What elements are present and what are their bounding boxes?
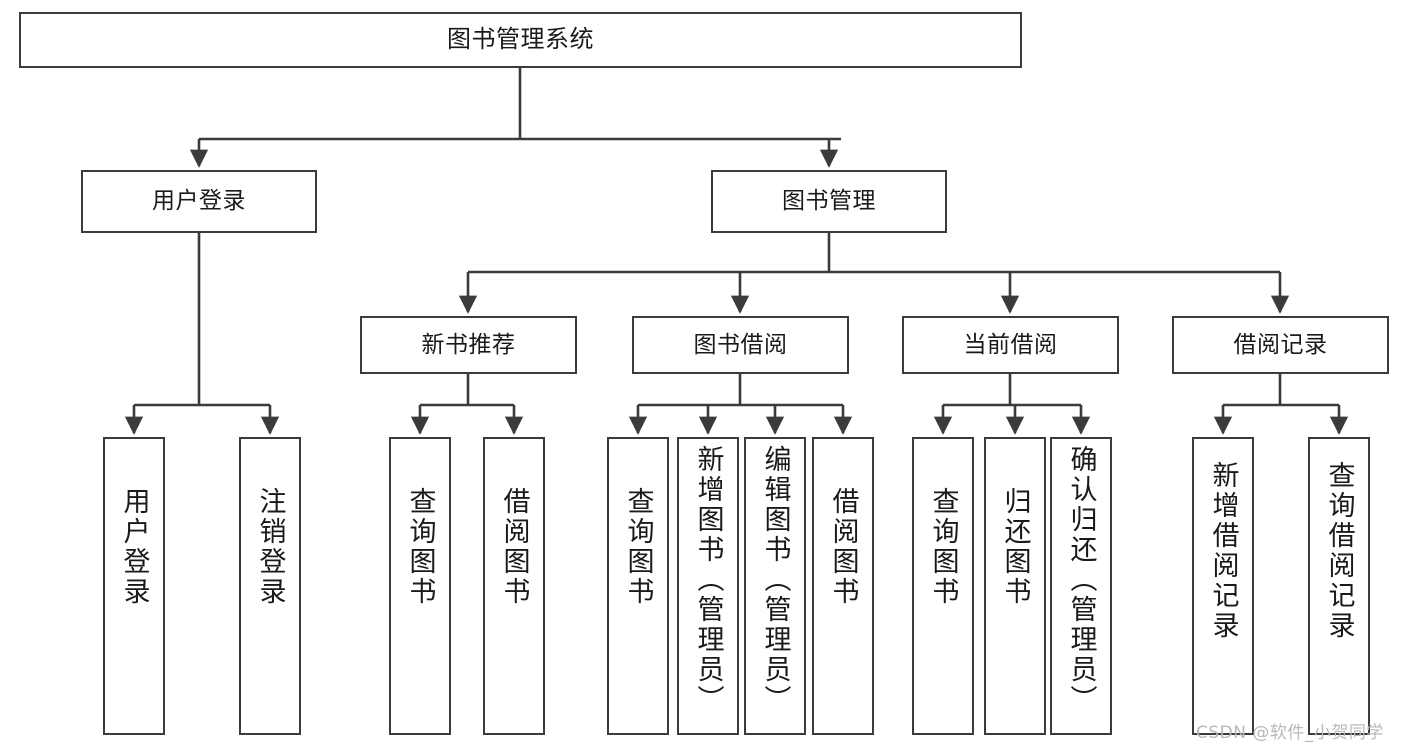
node-leaf-borrow-book-1-label: 借阅图书 [498,487,530,607]
node-leaf-add-record-label: 新增借阅记录 [1207,461,1239,641]
node-current-borrow[interactable]: 当前借阅 [902,316,1119,374]
node-current-borrow-label: 当前借阅 [963,331,1058,358]
node-leaf-query-book-1[interactable]: 查询图书 [389,437,451,735]
node-user-login-label: 用户登录 [152,188,246,215]
node-book-borrow[interactable]: 图书借阅 [632,316,849,374]
node-book-borrow-label: 图书借阅 [693,331,788,358]
node-leaf-borrow-book-2[interactable]: 借阅图书 [812,437,874,735]
node-leaf-user-login[interactable]: 用户登录 [103,437,165,735]
node-leaf-edit-book-label: 编辑图书（管理员） [759,445,791,715]
node-leaf-user-login-label: 用户登录 [118,487,150,607]
node-leaf-add-book-label: 新增图书（管理员） [692,445,724,715]
node-leaf-return-book-label: 归还图书 [999,487,1031,607]
csdn-watermark: CSDN @软件_小贺同学 [1196,723,1384,743]
node-leaf-query-book-2[interactable]: 查询图书 [607,437,669,735]
node-leaf-logout-label: 注销登录 [254,487,286,607]
node-root[interactable]: 图书管理系统 [19,12,1022,68]
node-book-manage[interactable]: 图书管理 [711,170,947,233]
node-borrow-record-label: 借阅记录 [1233,331,1328,358]
node-user-login[interactable]: 用户登录 [81,170,317,233]
node-leaf-query-book-3[interactable]: 查询图书 [912,437,974,735]
node-leaf-confirm-return-label: 确认归还（管理员） [1065,445,1097,715]
node-leaf-query-record-label: 查询借阅记录 [1323,461,1355,641]
node-borrow-record[interactable]: 借阅记录 [1172,316,1389,374]
node-leaf-query-record[interactable]: 查询借阅记录 [1308,437,1370,735]
node-leaf-add-record[interactable]: 新增借阅记录 [1192,437,1254,735]
node-leaf-edit-book[interactable]: 编辑图书（管理员） [744,437,806,735]
node-new-book-recommend[interactable]: 新书推荐 [360,316,577,374]
node-leaf-borrow-book-1[interactable]: 借阅图书 [483,437,545,735]
node-leaf-logout[interactable]: 注销登录 [239,437,301,735]
node-leaf-confirm-return[interactable]: 确认归还（管理员） [1050,437,1112,735]
node-leaf-query-book-1-label: 查询图书 [404,487,436,607]
node-leaf-query-book-2-label: 查询图书 [622,487,654,607]
node-leaf-add-book[interactable]: 新增图书（管理员） [677,437,739,735]
node-root-label: 图书管理系统 [447,25,594,54]
node-new-book-recommend-label: 新书推荐 [421,331,516,358]
node-leaf-query-book-3-label: 查询图书 [927,487,959,607]
node-book-manage-label: 图书管理 [782,188,876,215]
node-leaf-borrow-book-2-label: 借阅图书 [827,487,859,607]
node-leaf-return-book[interactable]: 归还图书 [984,437,1046,735]
